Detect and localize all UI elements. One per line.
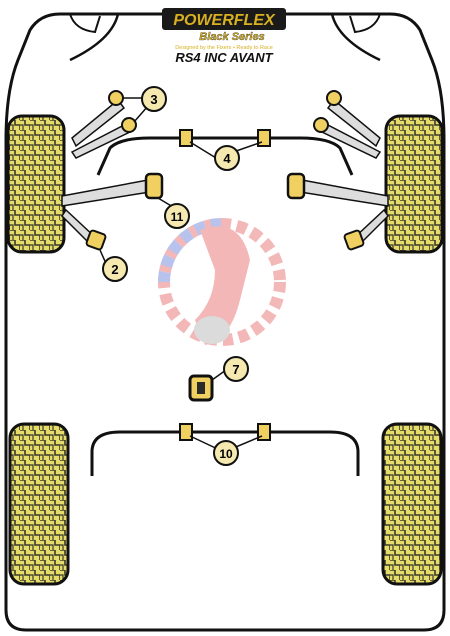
brand-logo: POWERFLEX Black Series Designed by the F…	[162, 8, 286, 51]
callout-7: 7	[223, 356, 249, 382]
callout-label: 3	[150, 92, 157, 107]
callout-10: 10	[213, 440, 239, 466]
rear-right-tyre	[381, 422, 443, 586]
brand-tagline: Designed by the Fixers • Ready to Race	[175, 45, 273, 51]
front-upper-arms-right	[313, 90, 382, 159]
front-left-window	[69, 13, 101, 34]
callout-label: 4	[223, 151, 231, 166]
car-inner-outline	[69, 13, 381, 62]
front-right-window	[349, 13, 381, 34]
front-lower-arm-bush-right	[286, 172, 306, 200]
rear-arb-bush-left	[179, 423, 193, 441]
car-body-outline	[4, 12, 446, 632]
front-anti-roll-bar	[96, 136, 354, 176]
callout-2: 2	[102, 256, 128, 282]
callout-label: 11	[171, 210, 184, 224]
powerflex-piston-logo-icon	[158, 218, 286, 346]
front-link-bush-left	[85, 229, 107, 251]
front-right-tyre	[384, 114, 444, 254]
front-arb-bush-left	[179, 129, 193, 147]
callout-11: 11	[164, 203, 190, 229]
front-upper-arms-left	[70, 90, 137, 159]
rear-anti-roll-bar	[90, 430, 360, 476]
front-link-bush-right	[343, 229, 365, 251]
callout-label: 2	[111, 262, 118, 277]
front-arb-bush-right	[257, 129, 271, 147]
callout-label: 7	[232, 362, 239, 377]
callout-4: 4	[214, 145, 240, 171]
model-title: RS4 INC AVANT	[175, 50, 273, 65]
callout-3: 3	[141, 86, 167, 112]
front-lower-arm-bush-left	[144, 172, 164, 200]
front-left-tyre	[6, 114, 66, 254]
rear-left-tyre	[8, 422, 70, 586]
brand-series: Black Series	[199, 31, 264, 43]
brand-name: POWERFLEX	[173, 12, 276, 29]
gearbox-mount-core	[197, 382, 205, 394]
callout-label: 10	[219, 447, 233, 461]
